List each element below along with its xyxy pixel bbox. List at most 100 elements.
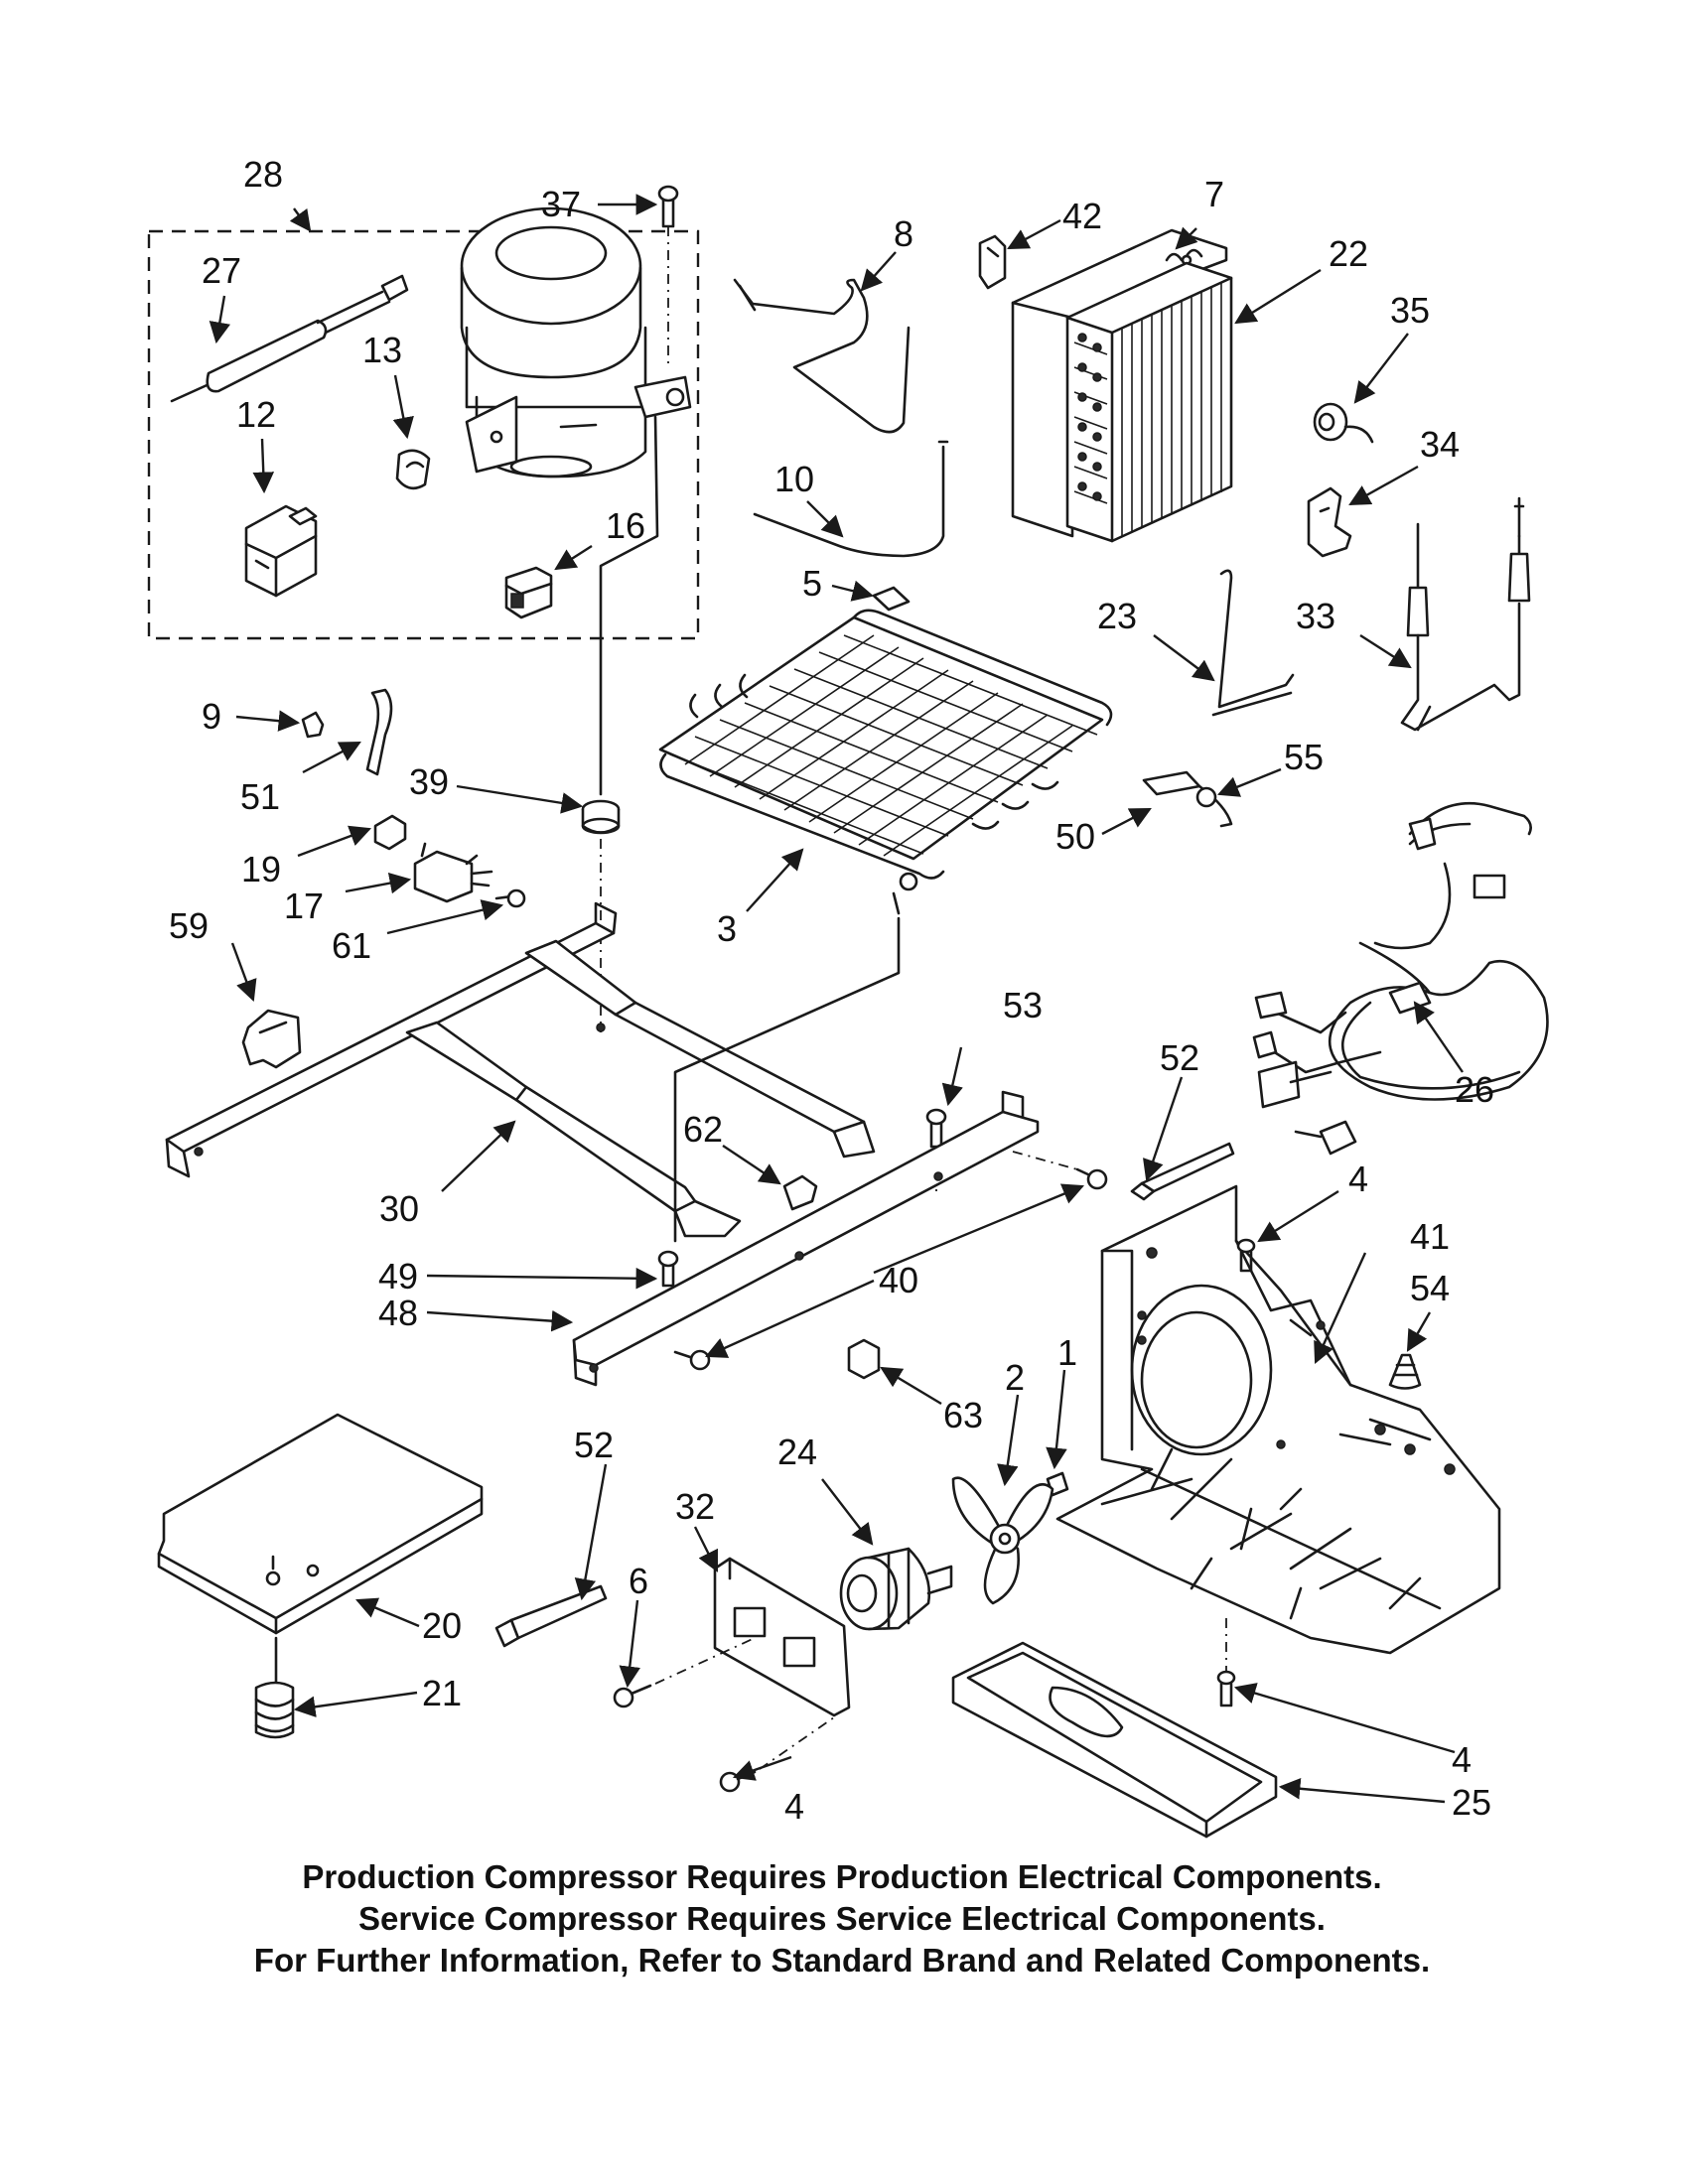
tube-10 — [753, 440, 949, 558]
callout-19: 19 — [241, 849, 281, 889]
compressor-kit-box — [147, 229, 700, 640]
callout-34: 34 — [1420, 424, 1460, 465]
housing-41 — [1055, 1184, 1501, 1655]
condenser-coil-22 — [1065, 248, 1233, 543]
note-production: Production Compressor Requires Productio… — [302, 1858, 1382, 1895]
callout-51: 51 — [240, 776, 280, 817]
frame-30 — [165, 901, 876, 1238]
screw-6 — [613, 1684, 652, 1708]
overload-16 — [504, 566, 553, 619]
clip-59 — [241, 1009, 302, 1069]
callout-9: 9 — [202, 696, 221, 737]
screw-55 — [1195, 786, 1217, 808]
clip-5 — [872, 586, 911, 612]
callout-55: 55 — [1284, 737, 1324, 777]
note-further-info: For Further Information, Refer to Standa… — [253, 1942, 1431, 1979]
callout-16: 16 — [606, 505, 645, 546]
tube-51 — [365, 688, 393, 776]
rail-48 — [572, 1090, 1040, 1387]
callout-30: 30 — [379, 1188, 419, 1229]
callout-6: 6 — [629, 1561, 648, 1601]
screw-49 — [657, 1250, 679, 1288]
callout-25: 25 — [1452, 1782, 1491, 1823]
callout-12: 12 — [236, 394, 276, 435]
screw-61 — [494, 888, 526, 908]
callout-40: 40 — [879, 1260, 918, 1300]
evaporator-3 — [658, 609, 1113, 915]
callout-53: 53 — [1003, 985, 1043, 1025]
grommet-39 — [581, 799, 621, 835]
leaders — [209, 194, 1464, 1804]
callout-61: 61 — [332, 925, 371, 966]
callout-27: 27 — [202, 250, 241, 291]
callout-33: 33 — [1296, 596, 1335, 636]
callout-26: 26 — [1455, 1069, 1494, 1110]
screw-40-lower — [673, 1349, 711, 1371]
spring-21 — [254, 1681, 295, 1739]
callout-labels: 28 37 27 13 12 16 8 10 5 42 7 22 35 34 3… — [169, 154, 1494, 1827]
relay-12 — [244, 504, 318, 598]
callout-63: 63 — [943, 1395, 983, 1435]
clip-13 — [395, 449, 431, 490]
screw-4-right — [1216, 1670, 1236, 1707]
callout-52-upper: 52 — [1160, 1037, 1199, 1078]
callout-54: 54 — [1410, 1268, 1450, 1308]
screw-40-upper — [1075, 1167, 1108, 1190]
callout-4-right: 4 — [1452, 1739, 1472, 1780]
callout-62: 62 — [683, 1109, 723, 1150]
screw-37 — [657, 185, 679, 228]
cover-20 — [157, 1413, 484, 1635]
callout-52-lower: 52 — [574, 1425, 614, 1465]
clip-42 — [978, 234, 1007, 290]
callout-4-top: 4 — [1348, 1159, 1368, 1199]
callout-1: 1 — [1057, 1332, 1077, 1373]
screw-53 — [925, 1108, 947, 1149]
wire-harness-26 — [1252, 801, 1549, 1156]
compressor — [460, 206, 692, 478]
fan-motor-24 — [839, 1547, 953, 1631]
bracket-32 — [713, 1557, 851, 1717]
bracket-50 — [1142, 770, 1233, 828]
callout-39: 39 — [409, 761, 449, 802]
part-35 — [1313, 402, 1374, 444]
callout-22: 22 — [1329, 233, 1368, 274]
callout-4-bottom: 4 — [784, 1786, 804, 1827]
footnotes: Production Compressor Requires Productio… — [0, 1856, 1684, 1981]
callout-41: 41 — [1410, 1216, 1450, 1257]
callout-13: 13 — [362, 330, 402, 370]
callout-59: 59 — [169, 905, 209, 946]
callout-10: 10 — [774, 459, 814, 499]
callout-32: 32 — [675, 1486, 715, 1527]
callout-28: 28 — [243, 154, 283, 195]
callout-23: 23 — [1097, 596, 1137, 636]
tube-8 — [733, 278, 911, 434]
wire-nut-54 — [1388, 1353, 1422, 1390]
callout-24: 24 — [777, 1432, 817, 1472]
callout-48: 48 — [378, 1293, 418, 1333]
cable-tie-52-lower — [494, 1584, 608, 1648]
callout-8: 8 — [894, 213, 913, 254]
callout-2: 2 — [1005, 1357, 1025, 1398]
screw-4-top — [1236, 1238, 1256, 1273]
note-service: Service Compressor Requires Service Elec… — [358, 1900, 1326, 1937]
callout-50: 50 — [1055, 816, 1095, 857]
callout-20: 20 — [422, 1605, 462, 1646]
callout-5: 5 — [802, 563, 822, 604]
callout-37: 37 — [541, 184, 581, 224]
fan-blade-2 — [951, 1476, 1054, 1605]
bracket-34 — [1307, 486, 1352, 558]
rod-23 — [1211, 569, 1295, 717]
cable-tie-52-upper — [1130, 1142, 1235, 1201]
callout-49: 49 — [378, 1256, 418, 1297]
drier-33 — [1400, 496, 1531, 732]
fitting-63 — [847, 1338, 881, 1380]
callout-42: 42 — [1062, 196, 1102, 236]
plug-9 — [301, 711, 325, 739]
callout-3: 3 — [717, 908, 737, 949]
clip-62 — [782, 1174, 818, 1211]
relay-17 — [413, 842, 493, 903]
callout-21: 21 — [422, 1673, 462, 1713]
callout-7: 7 — [1204, 174, 1224, 214]
overload-wire-27 — [170, 274, 409, 403]
